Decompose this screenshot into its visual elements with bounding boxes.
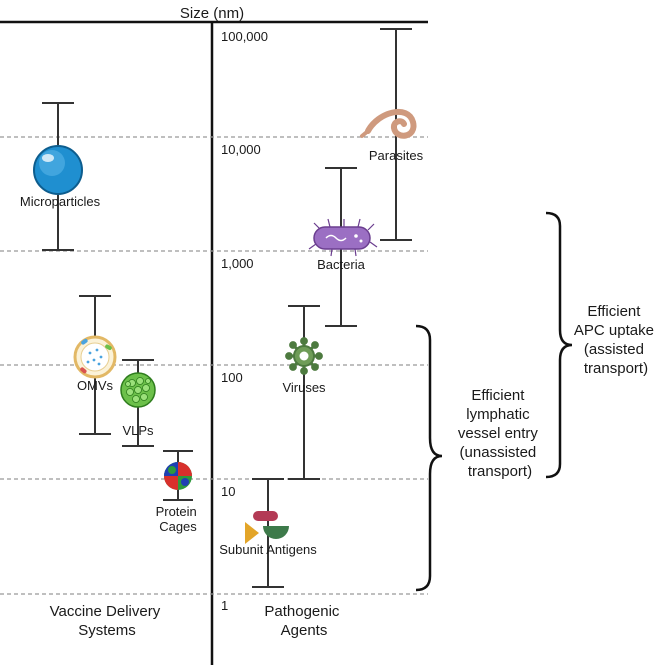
bracket-label-line: transport) [468, 463, 532, 480]
label-omvs: OMVs [77, 378, 114, 393]
tick-label: 10 [221, 484, 235, 499]
bracket-lymphatic-entry [415, 324, 443, 592]
omv-icon [73, 335, 117, 379]
parasite-icon [360, 109, 417, 139]
virus-icon [285, 337, 323, 375]
tick-label: 10,000 [221, 142, 261, 157]
column-label-line: Vaccine Delivery [50, 603, 161, 620]
bracket-label-line: Efficient [587, 303, 641, 320]
bracket-label-line: APC uptake [574, 322, 654, 339]
label-vlps: VLPs [122, 423, 154, 438]
subunit-antigen-icon [245, 511, 289, 544]
label-protein-cages-line: Protein [156, 504, 197, 519]
bracket-label-lymphatic: Efficient lymphatic vessel entry (unassi… [458, 387, 542, 480]
tick-label: 1,000 [221, 256, 254, 271]
label-protein-cages: Protein Cages [156, 504, 201, 534]
label-bacteria: Bacteria [317, 257, 365, 272]
protein-cage-icon [164, 462, 192, 490]
column-label-line: Agents [281, 622, 328, 639]
column-label-line: Pathogenic [264, 603, 340, 620]
axis-title: Size (nm) [180, 5, 244, 22]
label-subunit-antigens: Subunit Antigens [219, 542, 317, 557]
vlp-icon [120, 372, 156, 408]
tick-label: 100 [221, 370, 243, 385]
bracket-label-line: lymphatic [466, 406, 530, 423]
bracket-label-line: transport) [584, 360, 648, 377]
bracket-apc-uptake [545, 211, 573, 479]
bracket-label-line: vessel entry [458, 425, 539, 442]
tick-label: 100,000 [221, 29, 268, 44]
bracket-label-line: (unassisted [460, 444, 537, 461]
bacteria-icon [308, 218, 378, 257]
column-label-vaccine-delivery: Vaccine Delivery Systems [50, 603, 165, 639]
range-bar-viruses [288, 305, 320, 480]
bracket-label-apc: Efficient APC uptake (assisted transport… [574, 303, 658, 377]
label-viruses: Viruses [282, 380, 326, 395]
range-bars [42, 28, 412, 588]
tick-label: 1 [221, 598, 228, 613]
bracket-label-line: Efficient [471, 387, 525, 404]
label-microparticles: Microparticles [20, 194, 101, 209]
label-protein-cages-line: Cages [159, 519, 197, 534]
bracket-label-line: (assisted [584, 341, 644, 358]
column-label-pathogenic-agents: Pathogenic Agents [264, 603, 343, 639]
label-parasites: Parasites [369, 148, 424, 163]
column-label-line: Systems [78, 622, 136, 639]
microparticle-sphere-icon [33, 145, 83, 195]
